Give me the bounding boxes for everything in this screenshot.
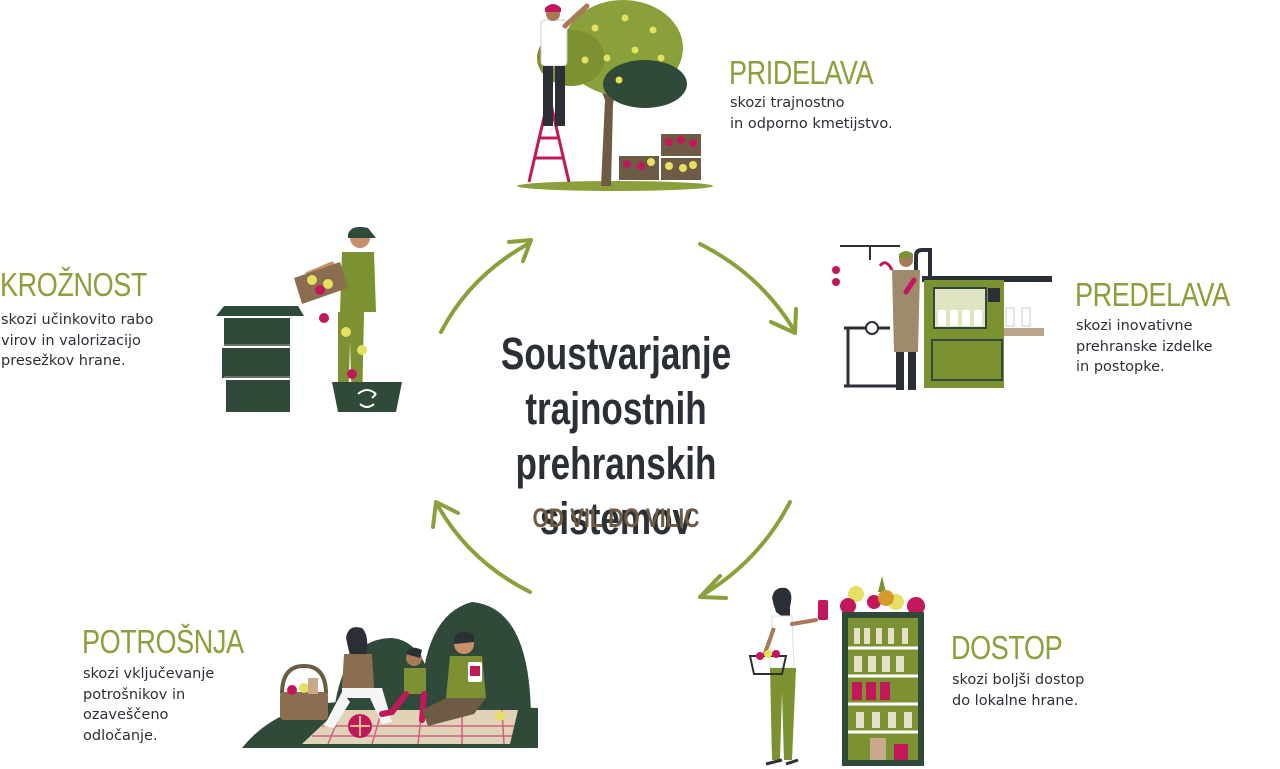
stage-desc-pridelava: skozi trajnostno in odporno kmetijstvo. [730,93,893,134]
stage-desc-potrosnja-line-1: skozi vključevanje [83,666,215,682]
stage-desc-predelava-line-3: in postopke. [1076,359,1165,375]
food-processing-illustration [832,245,1052,390]
stage-desc-potrosnja-line-3: ozaveščeno [83,707,169,723]
arrow-predelava-to-dostop [698,500,792,600]
stage-desc-kroznost: skozi učinkovito rabo virov in valorizac… [1,310,153,372]
arrow-pridelava-to-predelava [698,242,798,335]
stage-desc-kroznost-line-2: virov in valorizacijo [1,332,141,349]
center-subtitle: OD VIL DO VILIC [532,503,700,533]
stage-desc-predelava: skozi inovativne prehranske izdelke in p… [1076,316,1213,378]
stage-title-pridelava: PRIDELAVA [729,54,874,91]
stage-title-kroznost: KROŽNOST [0,266,148,303]
arrow-dostop-to-potrosnja [431,500,532,594]
center-title-line-3: sistemov [539,493,693,544]
stage-desc-kroznost-line-3: presežkov hrane. [1,353,126,369]
stage-title-dostop: DOSTOP [951,629,1063,666]
stage-title-potrosnja: POTROŠNJA [82,623,244,660]
arrow-kroznost-to-pridelava [439,238,533,334]
composting-illustration [216,226,402,412]
stage-desc-potrosnja-line-2: potrošnikov in [83,686,186,703]
stage-desc-pridelava-line-1: skozi trajnostno [730,95,845,111]
stage-desc-predelava-line-2: prehranske izdelke [1076,338,1213,355]
stage-desc-dostop-line-2: do lokalne hrane. [952,692,1079,709]
stage-title-predelava: PREDELAVA [1075,276,1230,313]
grocery-shopping-illustration [748,576,925,766]
center-title: Soustvarjanje trajnostnih prehranskih si… [448,326,785,546]
stage-desc-potrosnja: skozi vključevanje potrošnikov in ozaveš… [83,664,214,746]
center-title-line-1: Soustvarjanje [500,328,732,379]
stage-desc-pridelava-line-2: in odporno kmetijstvo. [730,115,893,132]
stage-desc-predelava-line-1: skozi inovativne [1076,318,1193,334]
stage-desc-kroznost-line-1: skozi učinkovito rabo [1,312,154,328]
center-title-line-2: trajnostnih prehranskih [515,383,717,489]
stage-desc-dostop: skozi boljši dostop do lokalne hrane. [952,670,1084,711]
apple-tree-harvest-illustration [517,0,713,191]
stage-desc-potrosnja-line-4: odločanje. [83,727,158,744]
stage-desc-dostop-line-1: skozi boljši dostop [952,672,1085,688]
family-picnic-illustration [242,602,538,748]
